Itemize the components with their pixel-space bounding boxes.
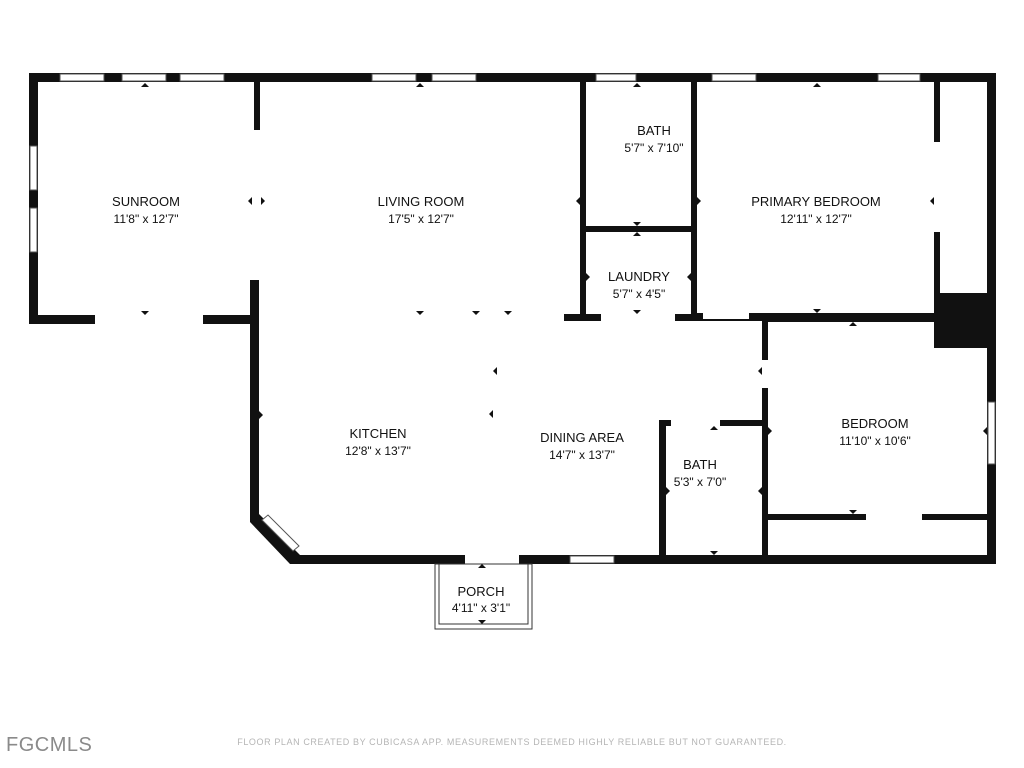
room-label-bedroom: BEDROOM 11'10" x 10'6" (839, 416, 911, 448)
room-dimensions: 11'8" x 12'7" (114, 212, 179, 226)
room-name: BATH (683, 457, 717, 472)
room-name: KITCHEN (349, 426, 406, 441)
porch-outline (434, 563, 533, 630)
room-dimensions: 12'8" x 13'7" (345, 444, 411, 458)
door-openings (95, 313, 922, 564)
room-name: PORCH (458, 584, 505, 599)
room-label-living-room: LIVING ROOM 17'5" x 12'7" (378, 194, 465, 226)
room-name: BATH (637, 123, 671, 138)
room-dimensions: 5'7" x 4'5" (613, 287, 665, 301)
room-dimensions: 5'7" x 7'10" (624, 141, 683, 155)
room-name: DINING AREA (540, 430, 624, 445)
mls-logo: FGCMLS (6, 734, 93, 756)
room-label-primary-bedroom: PRIMARY BEDROOM 12'11" x 12'7" (751, 194, 881, 226)
room-dimensions: 17'5" x 12'7" (388, 212, 454, 226)
room-dimensions: 14'7" x 13'7" (549, 448, 615, 462)
windows (29, 73, 996, 564)
room-name: SUNROOM (112, 194, 180, 209)
disclaimer-text: FLOOR PLAN CREATED BY CUBICASA APP. MEAS… (237, 737, 787, 747)
room-label-sunroom: SUNROOM 11'8" x 12'7" (112, 194, 180, 226)
room-label-porch: PORCH 4'11" x 3'1" (452, 584, 510, 615)
room-name: BEDROOM (841, 416, 908, 431)
room-name: LAUNDRY (608, 269, 670, 284)
room-name: LIVING ROOM (378, 194, 465, 209)
angled-wall (250, 514, 302, 564)
room-label-laundry: LAUNDRY 5'7" x 4'5" (608, 269, 670, 301)
room-label-bath: BATH 5'7" x 7'10" (624, 123, 683, 155)
interior-walls (254, 82, 992, 564)
room-label-kitchen: KITCHEN 12'8" x 13'7" (345, 426, 411, 458)
room-dimensions: 12'11" x 12'7" (780, 212, 852, 226)
room-name: PRIMARY BEDROOM (751, 194, 881, 209)
dimension-markers (141, 83, 987, 624)
room-dimensions: 4'11" x 3'1" (452, 601, 510, 615)
room-label-dining-area: DINING AREA 14'7" x 13'7" (540, 430, 624, 462)
room-dimensions: 11'10" x 10'6" (839, 434, 911, 448)
closet-block (934, 293, 992, 348)
room-label-bath-2: BATH 5'3" x 7'0" (674, 457, 726, 489)
room-dimensions: 5'3" x 7'0" (674, 475, 726, 489)
